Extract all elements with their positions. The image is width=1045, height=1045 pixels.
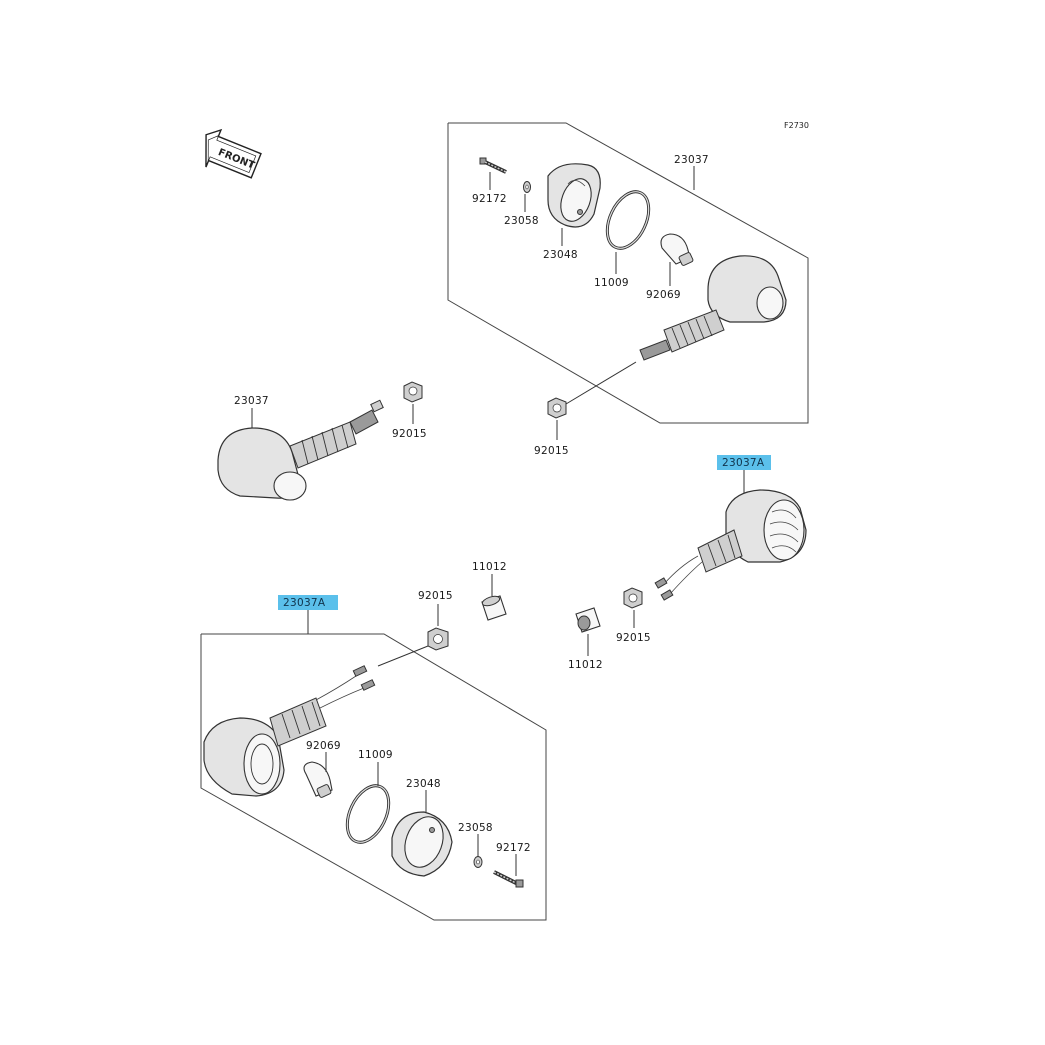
nut-92015-top[interactable] <box>547 397 567 419</box>
washer-23058-bottom[interactable] <box>473 856 483 868</box>
label-23037A-bottom[interactable]: 23037A <box>283 597 326 609</box>
label-11009-top[interactable]: 11009 <box>594 277 629 289</box>
label-92015-top[interactable]: 92015 <box>534 445 569 457</box>
label-23048-bottom[interactable]: 23048 <box>406 778 441 790</box>
label-92015-mid-right[interactable]: 92015 <box>616 632 651 644</box>
highlight-23037A-bottom <box>278 595 338 610</box>
bottom-assembly-frame <box>200 633 547 921</box>
bulb-92069-bottom[interactable] <box>303 761 333 798</box>
label-92015-left[interactable]: 92015 <box>392 428 427 440</box>
label-11012-top[interactable]: 11012 <box>472 561 507 573</box>
top-assembly-frame <box>447 122 809 424</box>
figure-code: F2730 <box>784 121 809 130</box>
screw-92172-top[interactable] <box>479 157 507 174</box>
label-92069-bottom[interactable]: 92069 <box>306 740 341 752</box>
label-23058-bottom[interactable]: 23058 <box>458 822 493 834</box>
nut-92015-left[interactable] <box>403 381 423 403</box>
gasket-11009-bottom[interactable] <box>339 779 397 849</box>
label-92015-bottom[interactable]: 92015 <box>418 590 453 602</box>
label-23037A-right[interactable]: 23037A <box>722 457 765 469</box>
front-arrow-icon: FRONT <box>205 128 262 179</box>
label-23048-top[interactable]: 23048 <box>543 249 578 261</box>
label-23037-top[interactable]: 23037 <box>674 154 709 166</box>
grommet-11012-top[interactable] <box>481 594 507 621</box>
highlight-23037A-right <box>717 455 771 470</box>
gasket-11009-top[interactable] <box>599 185 657 255</box>
label-11009-bottom[interactable]: 11009 <box>358 749 393 761</box>
signal-23037A-right[interactable] <box>654 489 807 601</box>
bulb-92069-top[interactable] <box>660 233 694 266</box>
lens-23048-bottom[interactable] <box>391 811 453 877</box>
grommet-11012-bottom[interactable] <box>575 607 601 633</box>
screw-92172-bottom[interactable] <box>493 870 524 888</box>
label-23037-left[interactable]: 23037 <box>234 395 269 407</box>
label-23058-top[interactable]: 23058 <box>504 215 539 227</box>
signal-23037A-bottom-housing[interactable] <box>203 665 376 797</box>
label-11012-bottom[interactable]: 11012 <box>568 659 603 671</box>
nut-92015-bottom[interactable] <box>427 627 449 651</box>
signal-23037-top[interactable] <box>639 255 787 361</box>
lens-23048-top[interactable] <box>547 163 601 228</box>
signal-23037-left[interactable] <box>217 399 384 501</box>
nut-92015-right[interactable] <box>623 587 643 609</box>
washer-23058-top[interactable] <box>523 181 531 193</box>
label-92172-top[interactable]: 92172 <box>472 193 507 205</box>
label-92172-bottom[interactable]: 92172 <box>496 842 531 854</box>
label-92069-top[interactable]: 92069 <box>646 289 681 301</box>
